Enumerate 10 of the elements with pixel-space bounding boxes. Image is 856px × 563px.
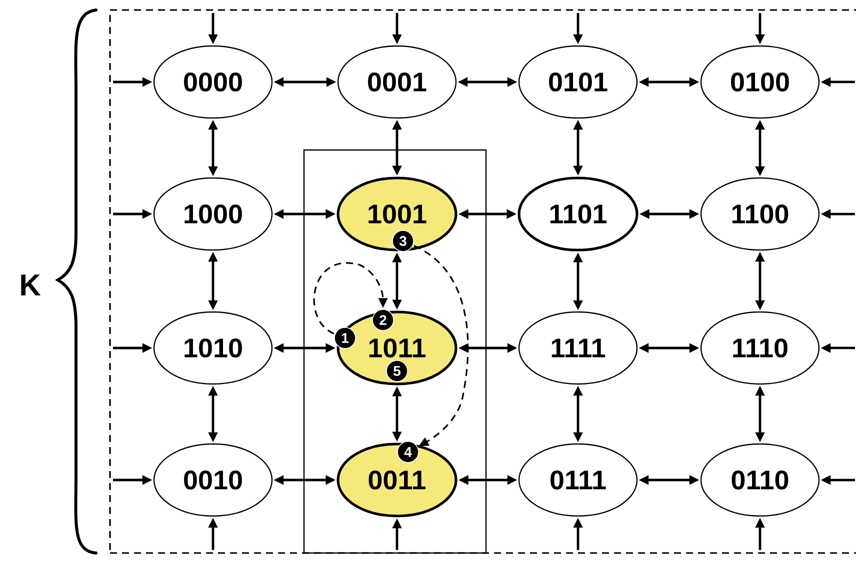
step-badge: 4	[397, 441, 419, 463]
frame-box	[303, 149, 487, 554]
step-badge: 5	[386, 360, 408, 382]
frame-box	[109, 9, 856, 554]
dashed-arrow	[313, 262, 388, 334]
dashed-arrow	[414, 245, 469, 446]
brace-label: K	[21, 274, 41, 296]
step-badge: 3	[392, 230, 414, 252]
step-badge: 2	[372, 309, 394, 331]
step-badge: 1	[334, 327, 356, 349]
